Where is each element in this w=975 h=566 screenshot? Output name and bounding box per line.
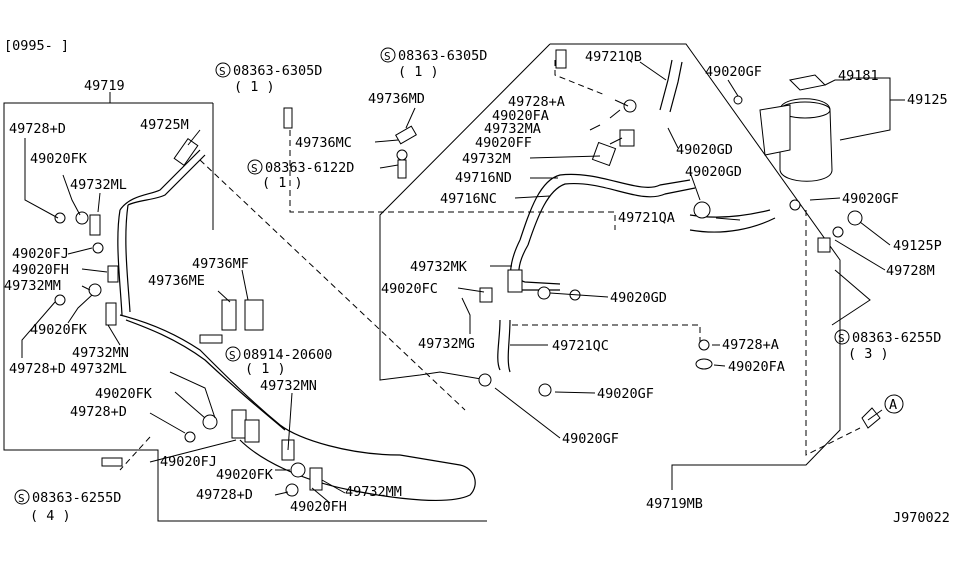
callout-49020GF-1: 49020GF (705, 64, 762, 80)
callout-49020FJ-1: 49020FJ (12, 246, 69, 262)
callout-49732MK: 49732MK (410, 259, 468, 275)
bolt-symbol-icon: S (251, 162, 258, 175)
callout-49125P: 49125P (893, 238, 942, 254)
callout-49020FK-1: 49020FK (30, 151, 88, 167)
callout-49020GF-3: 49020GF (597, 386, 654, 402)
bolt-callout-3: S 08363-6122D ( 1 ) (247, 159, 354, 191)
callout-49020FK-3: 49020FK (95, 386, 153, 402)
callout-49719MB: 49719MB (646, 496, 703, 512)
callout-49728pD-3: 49728+D (70, 404, 127, 420)
callout-49732ML-1: 49732ML (70, 177, 127, 193)
bolt-symbol-icon: S (18, 492, 25, 505)
callout-49125: 49125 (907, 92, 948, 108)
drawing-id: J970022 (893, 510, 950, 526)
callout-49728pD-1: 49728+D (9, 121, 66, 137)
bolt-callout-5: S 08363-6255D ( 3 ) (834, 329, 941, 362)
bolt-qty: ( 1 ) (262, 175, 303, 191)
callout-49736MD: 49736MD (368, 91, 425, 107)
callout-49020FJ-2: 49020FJ (160, 454, 217, 470)
bolt-qty: ( 4 ) (30, 508, 71, 524)
callout-49736ME: 49736ME (148, 273, 205, 289)
leader-lines (21, 61, 905, 504)
reservoir (759, 74, 833, 182)
callout-49020FC: 49020FC (381, 281, 438, 297)
bolt-qty: ( 1 ) (234, 79, 275, 95)
bolt-symbol-icon: S (219, 65, 226, 78)
callout-49716ND: 49716ND (455, 170, 512, 186)
callout-49719: 49719 (84, 78, 125, 94)
bolt-callout-4: S 08914-20600 ( 1 ) (225, 346, 332, 377)
callout-49020FK-2: 49020FK (30, 322, 88, 338)
bolt-qty: ( 3 ) (848, 346, 889, 362)
callout-49732MM-2: 49732MM (345, 484, 402, 500)
callout-49020FF: 49020FF (475, 135, 532, 151)
callout-49732MN-2: 49732MN (260, 378, 317, 394)
callout-49020GD-1: 49020GD (676, 142, 733, 158)
callout-49732MG: 49732MG (418, 336, 475, 352)
bolt-part: 08914-20600 (243, 347, 332, 363)
bolt-part: 08363-6305D (233, 63, 322, 79)
callout-49736MC: 49736MC (295, 135, 352, 151)
callout-49020FA-1: 49020FA (492, 108, 549, 124)
callout-49732ML-2: 49732ML (70, 361, 127, 377)
callout-49020GD-2: 49020GD (685, 164, 742, 180)
callout-49728pA-1: 49728+A (508, 94, 565, 110)
callout-49728pD-4: 49728+D (196, 487, 253, 503)
bolt-part: 08363-6122D (265, 160, 354, 176)
callout-49728pA-2: 49728+A (722, 337, 779, 353)
date-code: [0995- ] (4, 38, 69, 54)
bolt-callouts: S 08363-6305D ( 1 ) S 08363-6305D ( 1 ) … (14, 47, 941, 524)
callout-49728M: 49728M (886, 263, 935, 279)
bolt-qty: ( 1 ) (245, 361, 286, 377)
view-marker-a: A (867, 394, 904, 421)
callout-49721QC: 49721QC (552, 338, 609, 354)
bolt-callout-2: S 08363-6305D ( 1 ) (380, 47, 487, 80)
callout-49020GD-3: 49020GD (610, 290, 667, 306)
lower-pipe-assembly (117, 138, 476, 502)
callout-49020FH-1: 49020FH (12, 262, 69, 278)
callout-49020FH-2: 49020FH (290, 499, 347, 515)
callout-49716NC: 49716NC (440, 191, 497, 207)
callout-49020GF-4: 49020GF (562, 431, 619, 447)
callout-49732MA: 49732MA (484, 121, 541, 137)
callout-49725M: 49725M (140, 117, 189, 133)
callout-49020FK-4: 49020FK (216, 467, 274, 483)
frame-lines (3, 43, 861, 522)
callout-49732M: 49732M (462, 151, 511, 167)
callout-labels: 49719 49728+D 49725M 49020FK 49732ML 490… (4, 49, 948, 515)
bolt-symbol-icon: S (384, 50, 391, 63)
callout-49732MM-1: 49732MM (4, 278, 61, 294)
bolt-callout-6: S 08363-6255D ( 4 ) (14, 489, 121, 524)
callout-49020GF-2: 49020GF (842, 191, 899, 207)
callout-49732MN-1: 49732MN (72, 345, 129, 361)
bolt-part: 08363-6305D (398, 48, 487, 64)
callout-49736MF: 49736MF (192, 256, 249, 272)
view-marker-letter: A (889, 397, 897, 413)
callout-49721QA: 49721QA (618, 210, 675, 226)
bolt-callout-1: S 08363-6305D ( 1 ) (215, 62, 322, 95)
bolt-part: 08363-6255D (32, 490, 121, 506)
bolt-symbol-icon: S (838, 332, 845, 345)
bolt-symbol-icon: S (229, 349, 236, 362)
callout-49728pD-2: 49728+D (9, 361, 66, 377)
bolt-qty: ( 1 ) (398, 64, 439, 80)
callout-49181: 49181 (838, 68, 879, 84)
callout-49020FA-2: 49020FA (728, 359, 785, 375)
bolt-part: 08363-6255D (852, 330, 941, 346)
callout-49721QB: 49721QB (585, 49, 642, 65)
